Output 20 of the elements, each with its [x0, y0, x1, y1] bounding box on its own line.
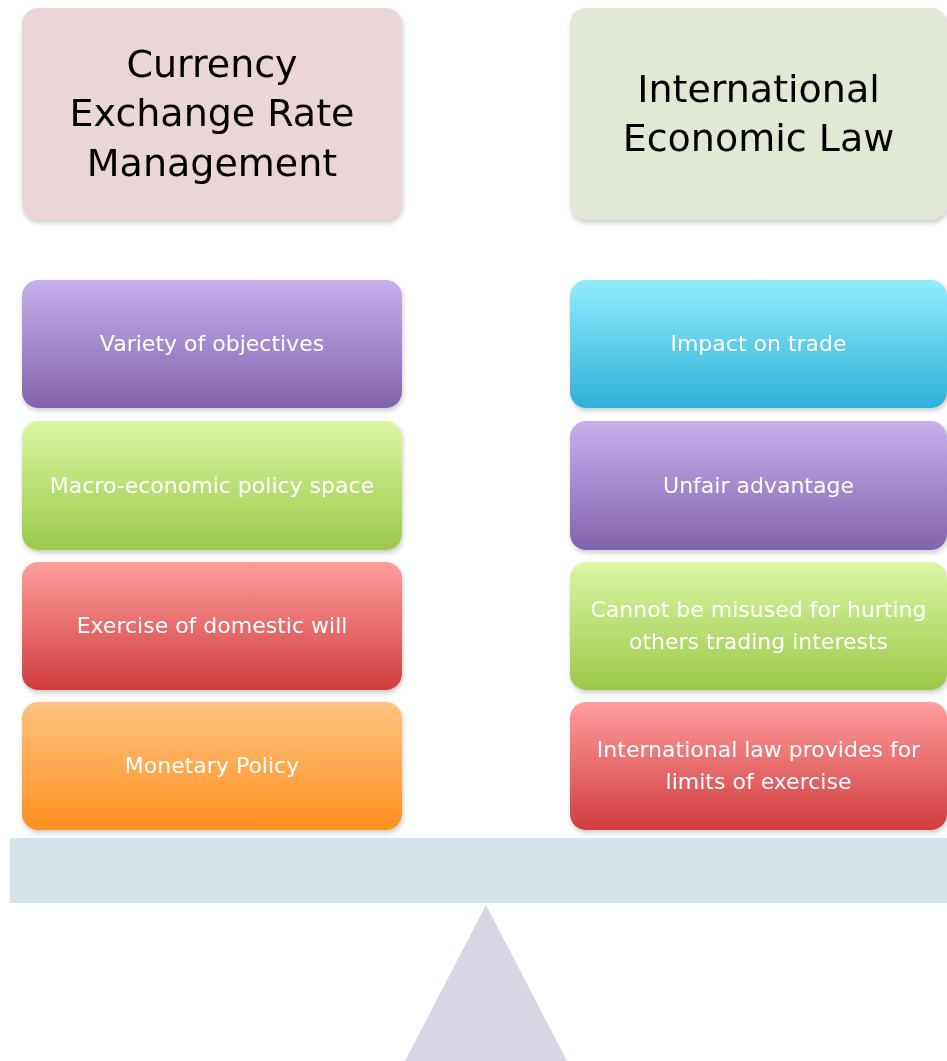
factor-text: Variety of objectives [99, 330, 325, 359]
factor-box [570, 421, 947, 550]
factor-text: Unfair advantage [663, 471, 854, 500]
factor-box [22, 421, 402, 550]
factor-box [22, 702, 402, 830]
factor-box [570, 702, 947, 830]
factor-box [22, 280, 402, 408]
heading-box [570, 8, 947, 220]
factor-box [22, 562, 402, 690]
factor-text: Macro-economic policy space [49, 471, 375, 500]
factor-text: Exercise of domestic will [76, 612, 348, 641]
heading-box [22, 8, 402, 220]
heading-text: International Economic Law [621, 65, 896, 162]
heading-text: Currency Exchange Rate Management [68, 40, 356, 187]
factor-box [570, 280, 947, 408]
factor-text: International law provides for limits of exercise [595, 736, 922, 796]
factor-box [570, 562, 947, 690]
factor-text: Cannot be misused for hurting others trading interests [589, 596, 928, 656]
factor-text: Impact on trade [670, 330, 847, 359]
factor-text: Monetary Policy [124, 752, 300, 781]
